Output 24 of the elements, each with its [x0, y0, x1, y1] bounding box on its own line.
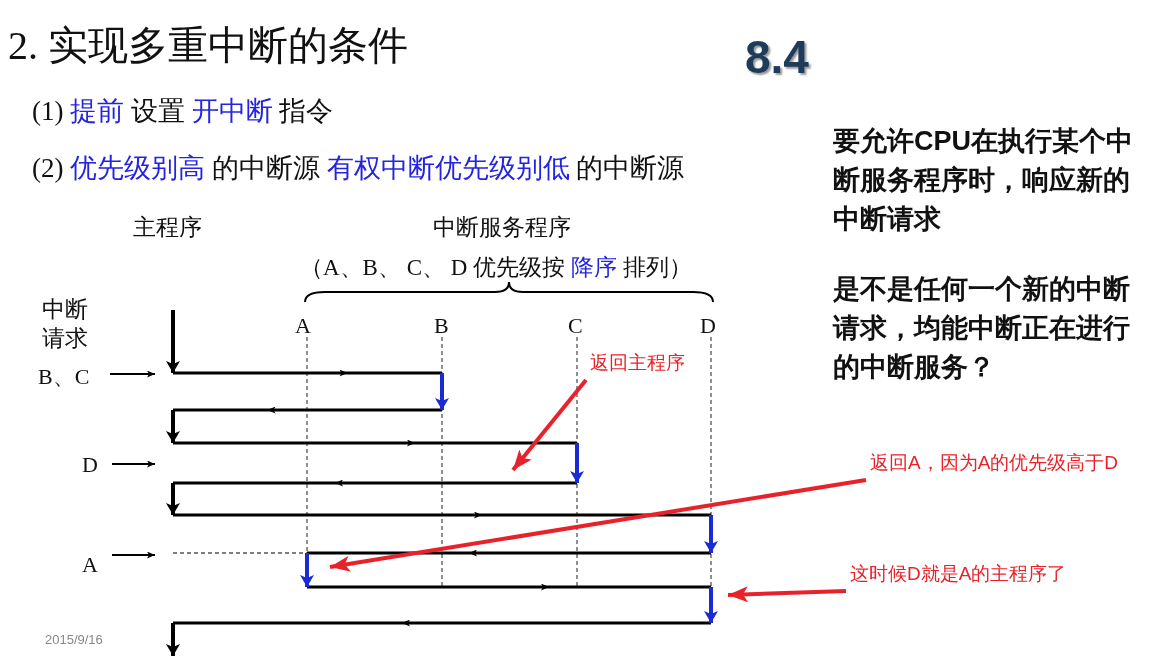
- callout-text: 返回A，因为A的优先级高于D: [870, 450, 1159, 476]
- condition-text: (2) 优先级别高 的中断源 有权中断优先级别低 的中断源: [32, 152, 685, 185]
- request-label: B、C: [38, 363, 90, 391]
- leader-arrow: [511, 378, 588, 472]
- condition-text: (1) 提前 设置 开中断 指令: [32, 95, 334, 128]
- request-label: A: [82, 552, 98, 578]
- column-label: A: [295, 313, 311, 339]
- request-label: D: [82, 452, 98, 478]
- column-label: D: [700, 313, 716, 339]
- question-text: 要允许CPU在执行某个中断服务程序时，响应新的中断请求: [833, 125, 1133, 236]
- axis-label: 中断请求: [42, 296, 89, 353]
- slide-title: 2. 实现多重中断的条件: [8, 22, 408, 70]
- column-label: C: [568, 313, 583, 339]
- section-number: 8.4: [745, 30, 809, 84]
- callout-text: 返回主程序: [590, 350, 720, 376]
- priority-note: （A、B、 C、 D 优先级按 降序 排列）: [300, 254, 692, 282]
- column-label: B: [434, 313, 449, 339]
- callout-text: 这时候D就是A的主程序了: [850, 561, 1140, 587]
- leader-arrow: [329, 478, 867, 572]
- leader-arrow: [727, 586, 847, 603]
- column-heading: 中断服务程序: [433, 214, 571, 242]
- date-label: 2015/9/16: [45, 632, 103, 647]
- column-heading: 主程序: [133, 214, 202, 242]
- question-text: 是不是任何一个新的中断请求，均能中断正在进行的中断服务？: [833, 273, 1131, 384]
